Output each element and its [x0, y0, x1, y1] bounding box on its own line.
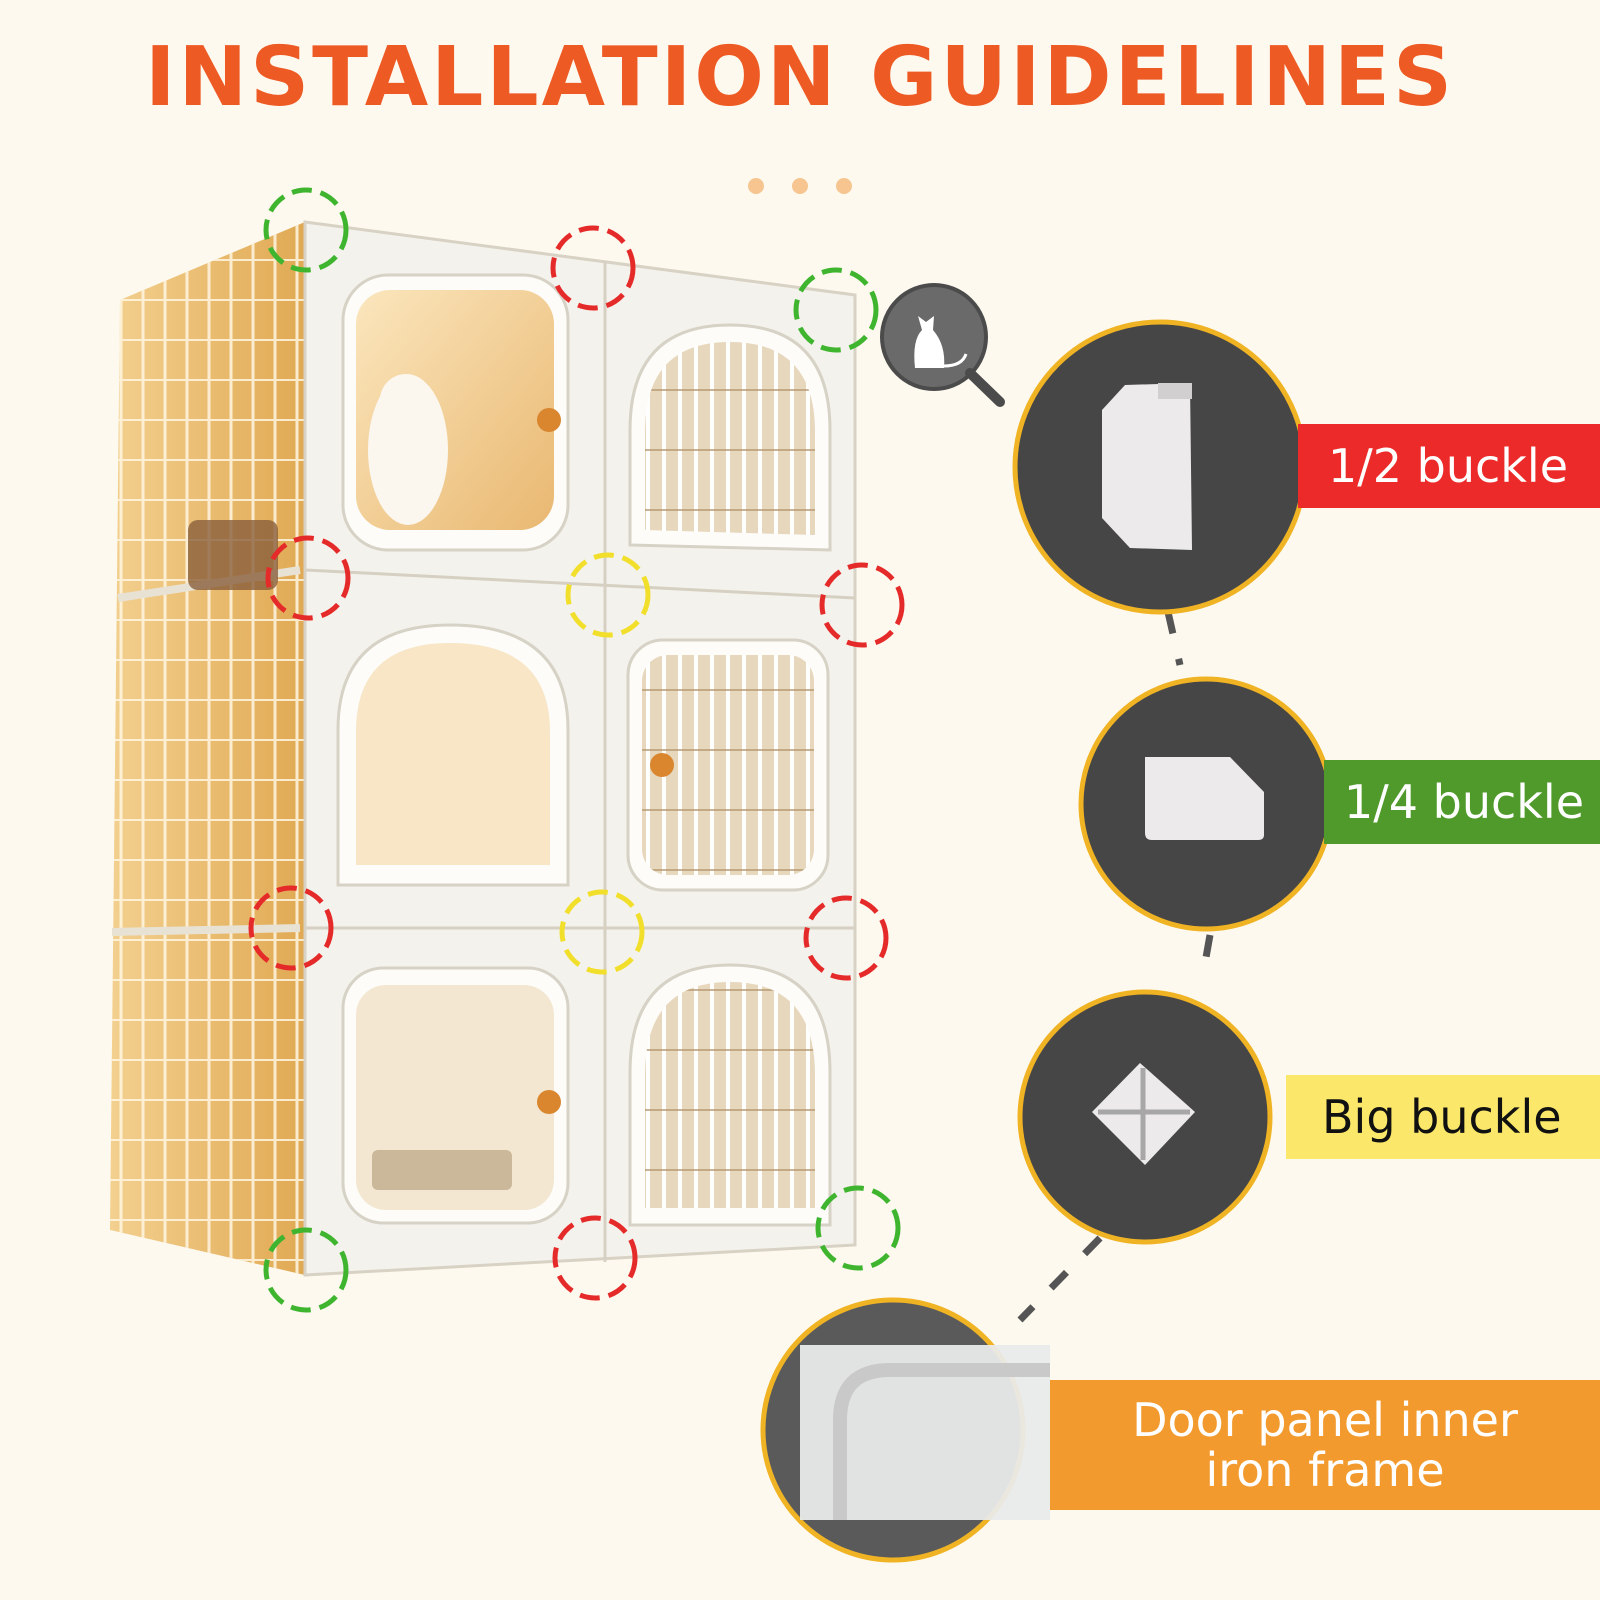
door-bottom-left: [341, 966, 570, 1225]
door-frame-label: Door panel inner iron frame: [1050, 1380, 1600, 1510]
door-bottom-right: [628, 963, 832, 1227]
decor-dot: [792, 178, 808, 194]
decor-dot: [748, 178, 764, 194]
marker-red: [550, 225, 636, 311]
marker-green: [263, 1227, 349, 1313]
marker-red: [265, 535, 351, 621]
quarter-buckle-icon: [1078, 676, 1334, 932]
half-buckle-icon: [1012, 319, 1308, 615]
marker-red: [552, 1215, 638, 1301]
door-middle-left: [336, 623, 570, 887]
marker-green: [263, 187, 349, 273]
door-middle-right: [626, 638, 830, 892]
quarter-buckle-label: 1/4 buckle: [1324, 760, 1600, 844]
door-frame-detail: [760, 1297, 1050, 1563]
marker-yellow: [565, 552, 651, 638]
magnifier-cat-icon: [880, 283, 1005, 407]
door-top-left: [341, 273, 570, 552]
side-wire-panel: [110, 222, 305, 1275]
marker-yellow: [559, 889, 645, 975]
big-buckle-icon: [1017, 989, 1273, 1245]
marker-green: [793, 267, 879, 353]
page-title: INSTALLATION GUIDELINES: [144, 30, 1456, 125]
marker-red: [819, 562, 905, 648]
marker-green: [815, 1185, 901, 1271]
half-buckle-label: 1/2 buckle: [1298, 424, 1600, 508]
big-buckle-label: Big buckle: [1286, 1075, 1600, 1159]
marker-red: [803, 895, 889, 981]
marker-red: [248, 885, 334, 971]
decor-dot: [836, 178, 852, 194]
door-top-right: [628, 323, 832, 552]
connector-line: [1017, 611, 1214, 1323]
